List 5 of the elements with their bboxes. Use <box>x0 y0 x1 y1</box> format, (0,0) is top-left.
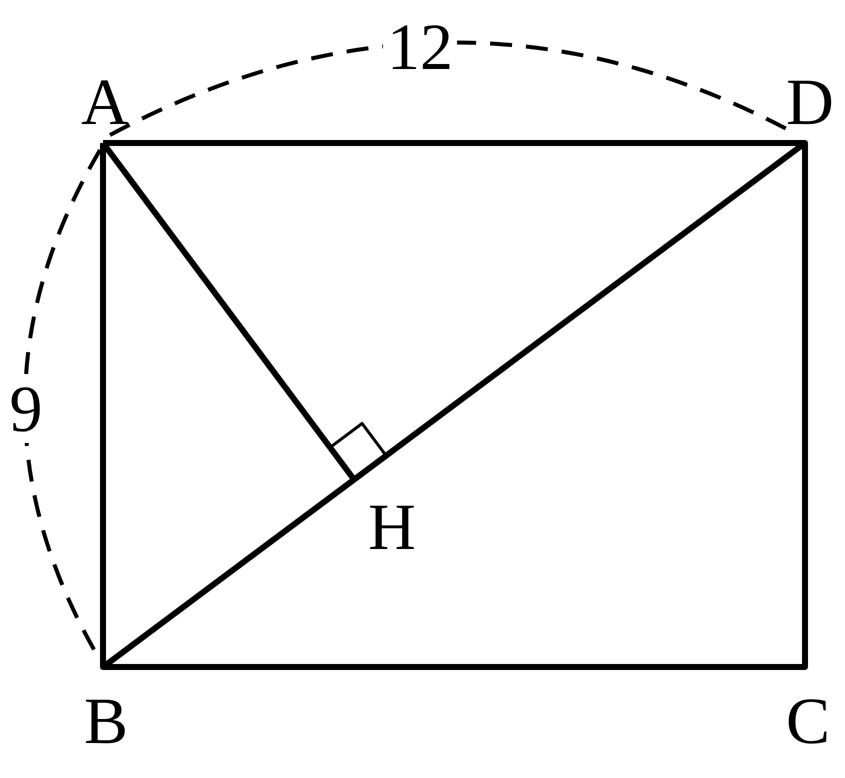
vertex-label: H <box>368 495 416 561</box>
vertex-label: D <box>786 70 834 136</box>
vertex-label: C <box>786 689 830 755</box>
vertex-label: A <box>81 70 129 136</box>
vertex-label: B <box>84 689 128 755</box>
